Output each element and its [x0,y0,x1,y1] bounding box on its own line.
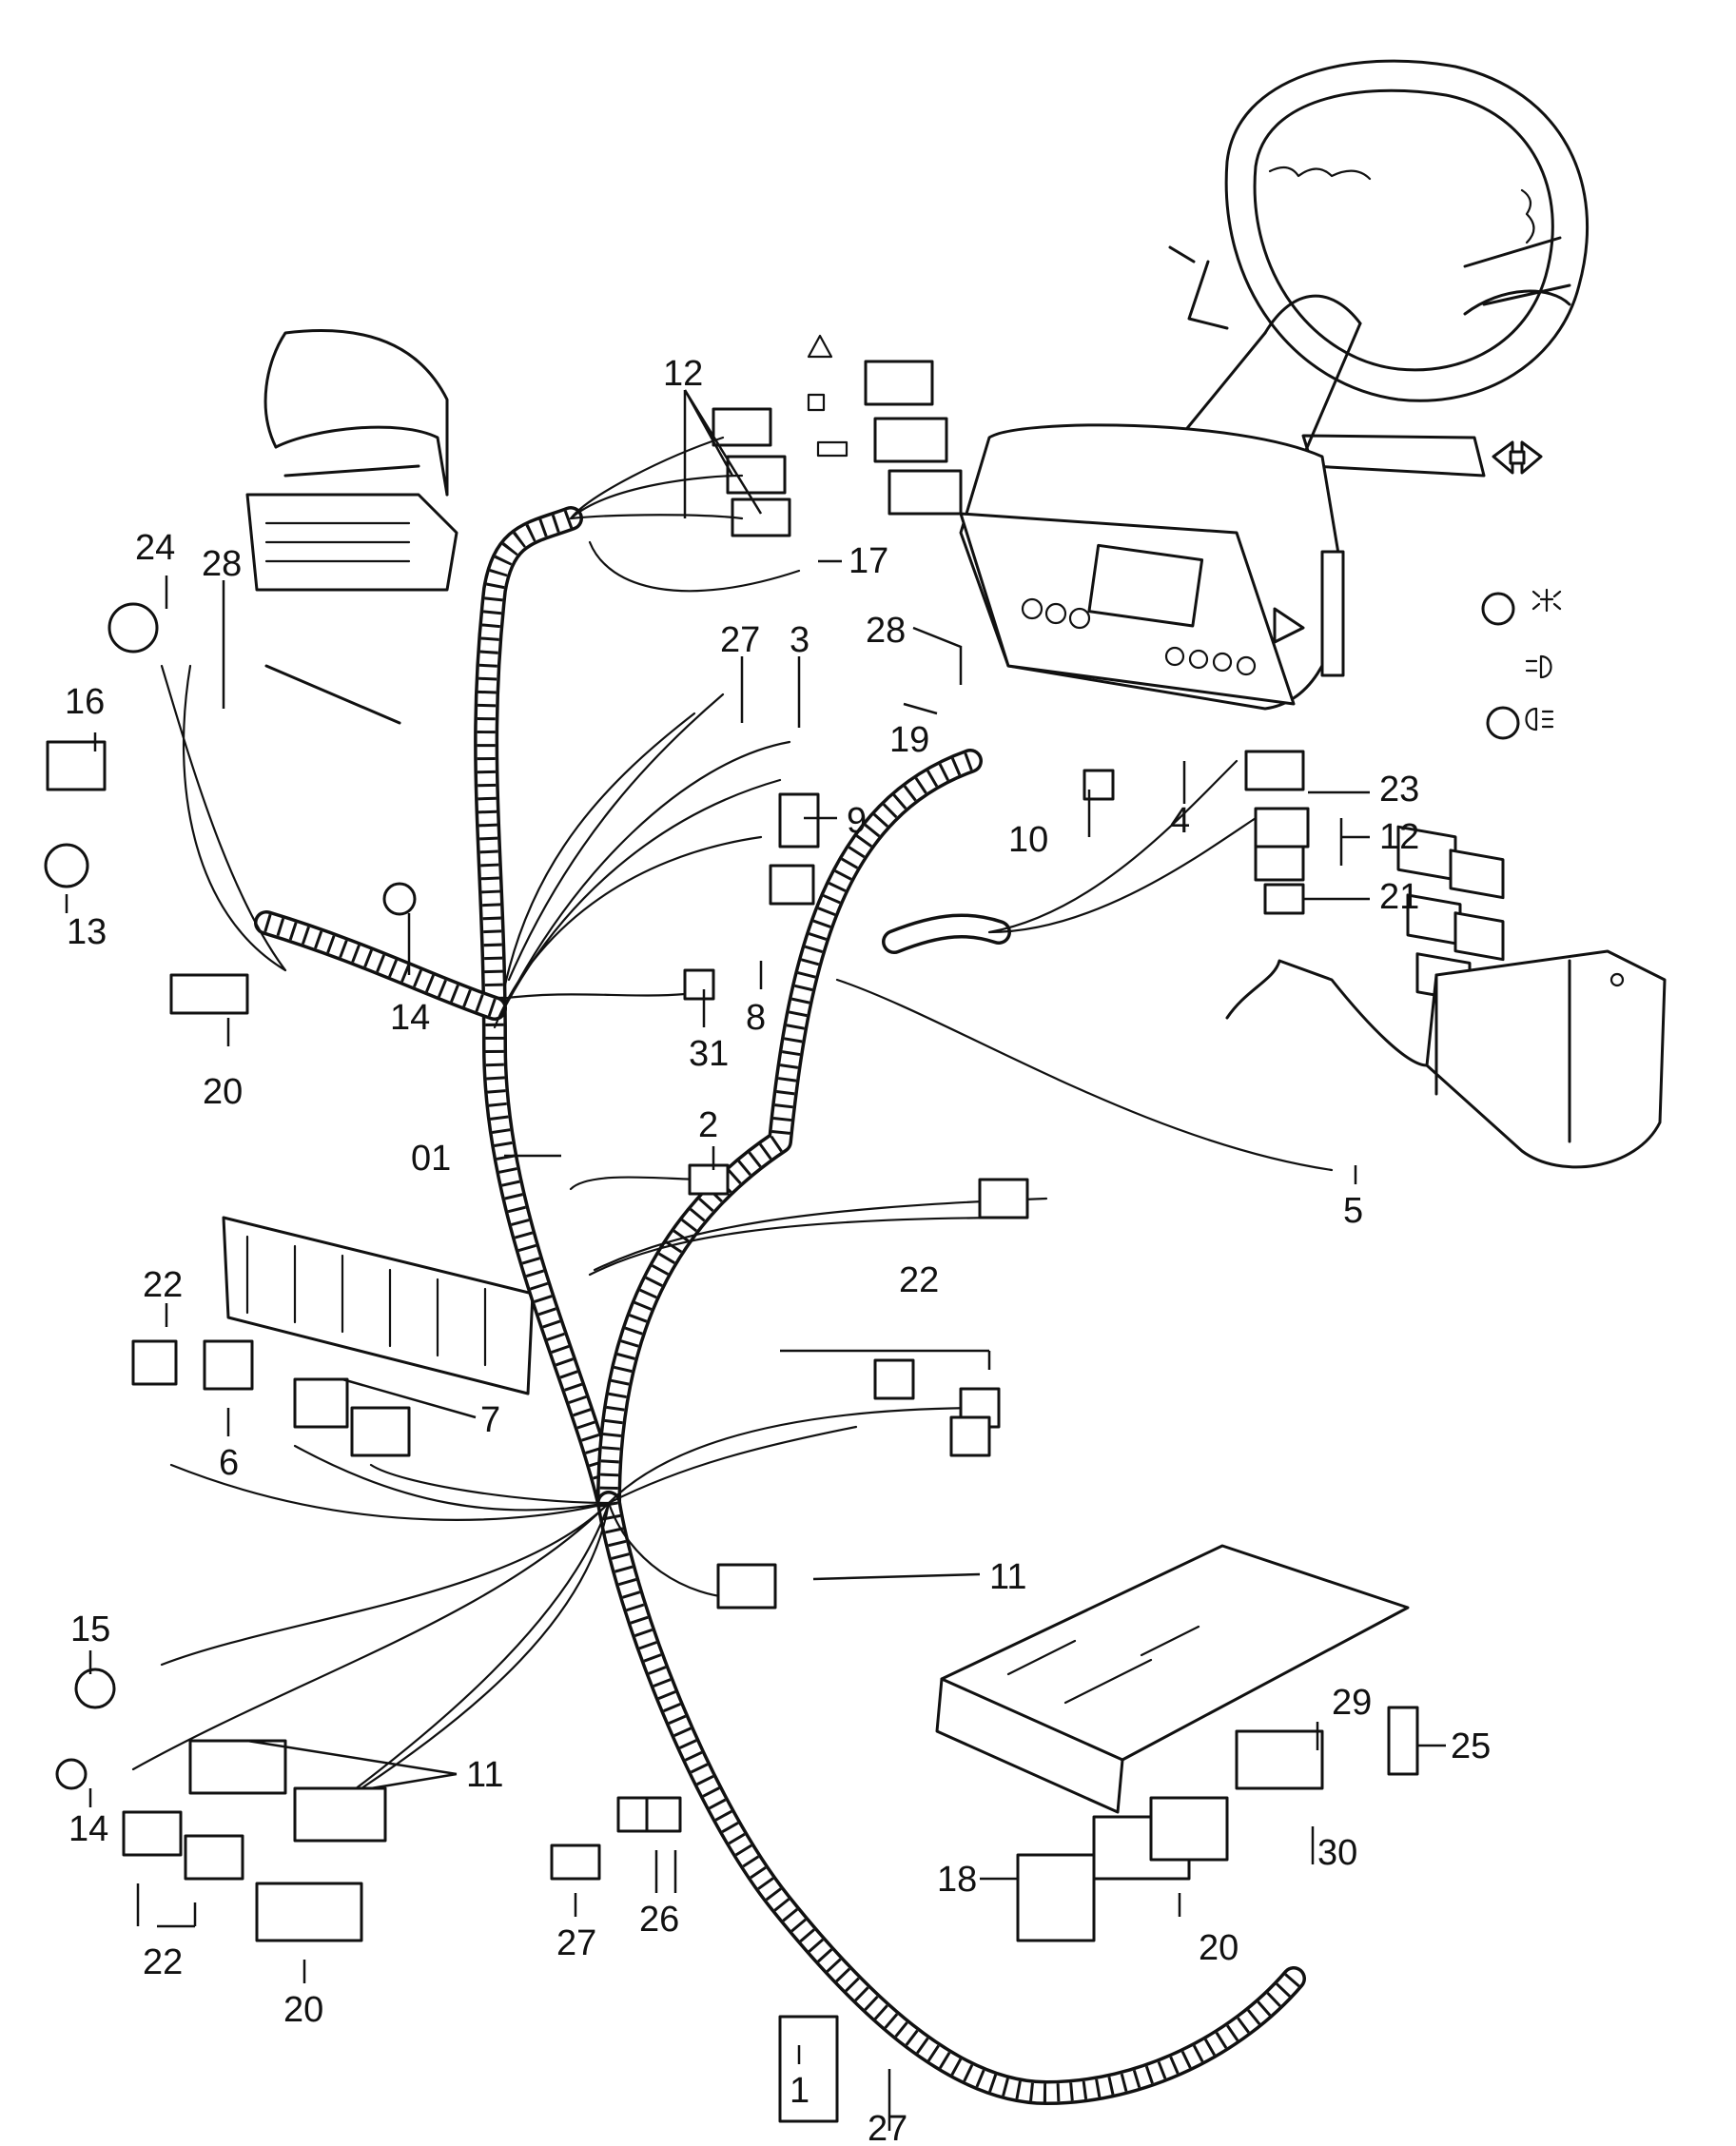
callout-7: 7 [480,1400,500,1440]
callout-28-left: 28 [202,544,242,584]
leader-lines [65,389,1446,2131]
callout-22-bottom: 22 [143,1942,183,1982]
callout-17: 17 [848,541,888,581]
steering-wheel [1168,59,1589,458]
callout-5: 5 [1343,1191,1363,1231]
callout-18: 18 [937,1860,977,1900]
callout-29: 29 [1332,1683,1372,1723]
instrument-cluster [959,423,1345,711]
callout-22-right: 22 [899,1260,939,1300]
callout-19: 19 [889,720,929,760]
callout-11-left: 11 [466,1755,503,1795]
connectors [44,602,1419,2123]
fuse-box [935,1544,1410,1814]
callout-14-top: 14 [390,998,430,1038]
callout-20-left: 20 [203,1072,243,1112]
callout-16: 16 [65,682,105,722]
light-switch-panel [1396,588,1562,1024]
radio-unit [245,329,458,725]
callout-30: 30 [1317,1833,1357,1873]
glove-box [1225,949,1667,1169]
relay-board [222,1216,535,1395]
callout-20-bottom: 20 [283,1990,323,2030]
callout-22-left: 22 [143,1265,183,1305]
callout-3: 3 [790,620,809,660]
callout-12-top: 12 [663,354,703,394]
callout-28-right: 28 [866,611,906,651]
callout-23: 23 [1379,770,1419,810]
callout-labels: 12 17 27 3 28 19 9 10 4 23 12 21 24 28 1… [65,354,1491,2146]
callout-10: 10 [1008,820,1048,860]
callout-25: 25 [1451,1727,1491,1766]
callout-13: 13 [67,912,107,952]
callout-11-right: 11 [989,1557,1026,1597]
callout-2: 2 [698,1105,718,1145]
callout-8: 8 [746,998,766,1038]
callout-26: 26 [639,1900,679,1940]
main-harness [254,506,1306,2105]
callout-01: 01 [411,1139,451,1179]
callout-1: 1 [790,2071,809,2111]
callout-27-bottom-left: 27 [556,1923,596,1963]
callout-4: 4 [1170,801,1190,841]
callout-27-bottom: 27 [868,2109,907,2146]
callout-24: 24 [135,528,175,568]
branch-wires [131,436,1334,1828]
stalk-switch [1301,434,1543,478]
callout-15: 15 [70,1610,110,1649]
callout-20-right: 20 [1199,1928,1239,1968]
switch-group-12-top [712,334,963,537]
callout-9: 9 [847,801,867,841]
callout-6: 6 [219,1443,239,1483]
callout-31: 31 [689,1034,729,1074]
callout-12-right: 12 [1379,817,1419,857]
callout-27-top: 27 [720,620,760,660]
callout-21: 21 [1379,877,1419,917]
callout-14-bottom: 14 [68,1809,108,1849]
